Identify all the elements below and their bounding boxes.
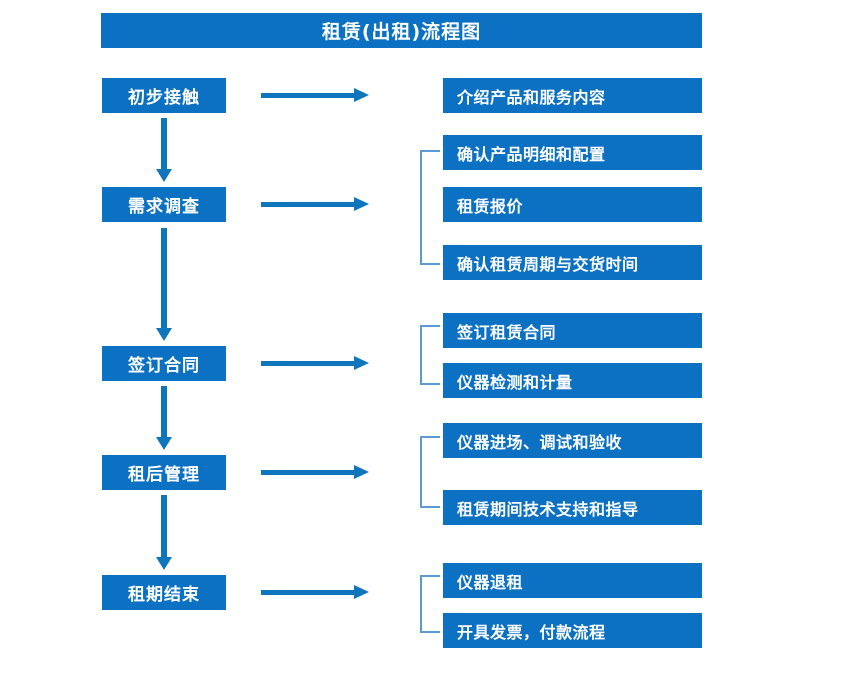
arrow-stem (161, 228, 167, 328)
detail-box-4: 确认租赁周期与交货时间 (443, 245, 702, 280)
arrow-head-icon (354, 197, 369, 211)
flow-arrow-down-2 (156, 228, 172, 341)
arrow-stem (261, 202, 357, 207)
group-bracket-3 (420, 436, 440, 508)
detail-box-2: 确认产品明细和配置 (443, 135, 702, 170)
arrow-stem (261, 470, 357, 475)
group-bracket-1 (420, 150, 440, 265)
group-bracket-2 (420, 325, 440, 385)
stage-box-2: 需求调查 (102, 187, 226, 222)
stage-box-3: 签订合同 (102, 346, 226, 381)
flow-arrow-right-1 (261, 88, 369, 102)
detail-box-9: 仪器退租 (443, 563, 702, 598)
arrow-stem (161, 495, 167, 557)
detail-box-10: 开具发票，付款流程 (443, 613, 702, 648)
arrow-stem (261, 361, 357, 366)
flow-arrow-right-5 (261, 585, 369, 599)
flow-arrow-right-4 (261, 465, 369, 479)
arrow-head-icon (156, 169, 172, 182)
arrow-head-icon (156, 437, 172, 450)
arrow-stem (161, 386, 167, 437)
arrow-head-icon (354, 88, 369, 102)
arrow-stem (161, 118, 167, 169)
arrow-head-icon (156, 328, 172, 341)
arrow-stem (261, 93, 357, 98)
detail-box-5: 签订租赁合同 (443, 313, 702, 348)
detail-box-8: 租赁期间技术支持和指导 (443, 490, 702, 525)
stage-box-1: 初步接触 (102, 78, 226, 113)
group-bracket-4 (420, 575, 440, 633)
stage-box-5: 租期结束 (102, 575, 226, 610)
flow-arrow-down-4 (156, 495, 172, 570)
flow-arrow-down-3 (156, 386, 172, 450)
arrow-head-icon (354, 356, 369, 370)
detail-box-3: 租赁报价 (443, 187, 702, 222)
arrow-head-icon (354, 585, 369, 599)
flow-arrow-right-2 (261, 197, 369, 211)
arrow-stem (261, 590, 357, 595)
flow-arrow-down-1 (156, 118, 172, 182)
flow-arrow-right-3 (261, 356, 369, 370)
stage-box-4: 租后管理 (102, 455, 226, 490)
detail-box-6: 仪器检测和计量 (443, 363, 702, 398)
detail-box-7: 仪器进场、调试和验收 (443, 423, 702, 458)
arrow-head-icon (354, 465, 369, 479)
detail-box-1: 介绍产品和服务内容 (443, 78, 702, 113)
diagram-title: 租赁(出租)流程图 (101, 13, 702, 48)
arrow-head-icon (156, 557, 172, 570)
